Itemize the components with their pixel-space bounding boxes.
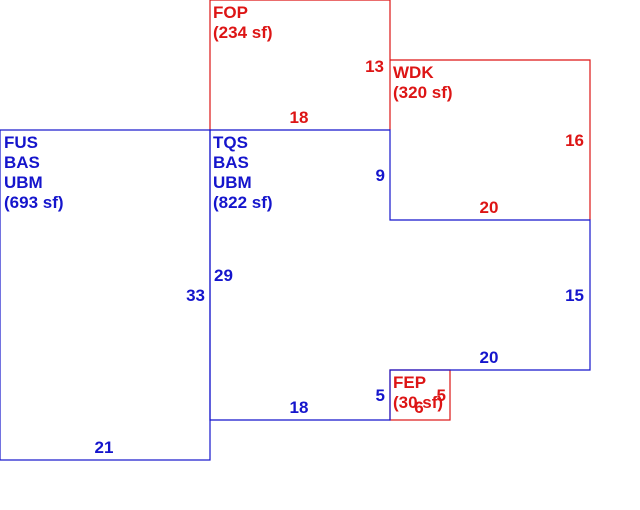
fus-code-label-2: BAS [4, 153, 40, 172]
fop-dim-side: 13 [365, 57, 384, 76]
fop-dim-bottom: 18 [290, 108, 309, 127]
fep-area-label: (30 sf) [393, 393, 443, 412]
tqs-dim-18: 18 [290, 398, 309, 417]
tqs-dim-5: 5 [376, 386, 385, 405]
tqs-dim-29: 29 [214, 266, 233, 285]
tqs-code-label-2: BAS [213, 153, 249, 172]
tqs-dim-20: 20 [480, 348, 499, 367]
fep-code-label: FEP [393, 373, 426, 392]
fop-code-label: FOP [213, 3, 248, 22]
wdk-outline[interactable] [390, 59, 591, 220]
wdk-dim-bottom: 20 [480, 198, 499, 217]
tqs-area-label: (822 sf) [213, 193, 273, 212]
tqs-dim-15: 15 [565, 286, 584, 305]
fus-dim-bottom: 21 [95, 438, 114, 457]
fep-dim-bottom: 6 [414, 398, 423, 417]
wdk-area-label: (320 sf) [393, 83, 453, 102]
tqs-outline[interactable] [209, 129, 591, 421]
fus-code-label-1: FUS [4, 133, 38, 152]
tqs-code-label-1: TQS [213, 133, 248, 152]
tqs-dim-9: 9 [376, 166, 385, 185]
fep-dim-side: 5 [437, 386, 446, 405]
fus-code-label-3: UBM [4, 173, 43, 192]
wdk-code-label: WDK [393, 63, 434, 82]
tqs-code-label-3: UBM [213, 173, 252, 192]
wdk-dim-side: 16 [565, 131, 584, 150]
fus-area-label: (693 sf) [4, 193, 64, 212]
fus-dim-side: 33 [186, 286, 205, 305]
fop-outline[interactable] [209, 0, 391, 130]
fop-area-label: (234 sf) [213, 23, 273, 42]
